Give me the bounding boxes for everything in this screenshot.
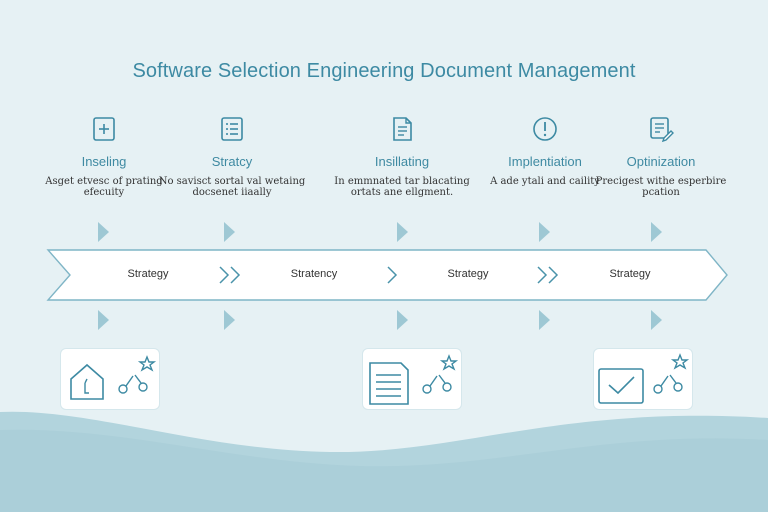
page-title: Software Selection Engineering Document … bbox=[132, 60, 636, 82]
connector-arrow bbox=[224, 222, 235, 242]
add-document-icon bbox=[93, 117, 115, 141]
chevron-right-icon bbox=[387, 266, 398, 284]
connector-arrow bbox=[539, 222, 550, 242]
home-icon bbox=[70, 363, 104, 400]
connector-arrow bbox=[397, 310, 408, 330]
band-label-2: Stratency bbox=[290, 268, 338, 280]
connector-arrow bbox=[224, 310, 235, 330]
workflow-star-icon bbox=[118, 355, 157, 394]
checkmark-screen-icon bbox=[598, 368, 644, 404]
connector-arrow bbox=[651, 310, 662, 330]
stage-3-title: Insillating bbox=[374, 154, 430, 169]
list-document-icon bbox=[221, 117, 243, 141]
band-label-1: Strategy bbox=[127, 268, 169, 280]
band-label-3: Strategy bbox=[447, 268, 489, 280]
stage-1-description: Asget etvesc of prating efecuity bbox=[45, 176, 163, 198]
alert-circle-icon bbox=[533, 117, 557, 141]
stage-2-description: No savisct sortal val wetaing docsenet i… bbox=[158, 176, 306, 198]
stage-2-title: Stratcy bbox=[211, 154, 253, 169]
card-2 bbox=[363, 349, 461, 409]
stage-2: Stratcy No savisct sortal val wetaing do… bbox=[157, 114, 307, 198]
stage-1-title: Inseling bbox=[81, 154, 127, 169]
stage-5: Optinization Precigest withe esperbire p… bbox=[586, 114, 736, 198]
stage-3-description: In emmnated tar blacating ortats ane ell… bbox=[334, 176, 470, 198]
edit-document-icon bbox=[650, 117, 674, 143]
double-chevron-icon bbox=[219, 266, 241, 284]
stage-4: Implentiation A ade ytali and caility bbox=[470, 114, 620, 187]
process-band-arrow bbox=[46, 249, 728, 301]
text-document-icon bbox=[393, 117, 412, 141]
connector-arrow bbox=[98, 222, 109, 242]
connector-arrow bbox=[651, 222, 662, 242]
stage-4-title: Implentiation bbox=[508, 154, 582, 169]
stage-5-title: Optinization bbox=[626, 154, 696, 169]
workflow-star-icon bbox=[653, 353, 690, 394]
connector-arrow bbox=[397, 222, 408, 242]
document-icon bbox=[369, 362, 409, 405]
connector-arrow bbox=[539, 310, 550, 330]
card-1 bbox=[61, 349, 159, 409]
connector-arrow bbox=[98, 310, 109, 330]
card-3 bbox=[594, 349, 692, 409]
stage-5-description: Precigest withe esperbire pcation bbox=[595, 176, 727, 198]
band-label-4: Strategy bbox=[609, 268, 651, 280]
stage-3: Insillating In emmnated tar blacating or… bbox=[327, 114, 477, 198]
workflow-star-icon bbox=[422, 354, 459, 394]
double-chevron-icon bbox=[537, 266, 559, 284]
stage-4-description: A ade ytali and caility bbox=[490, 176, 600, 187]
stage-1: Inseling Asget etvesc of prating efecuit… bbox=[29, 114, 179, 198]
